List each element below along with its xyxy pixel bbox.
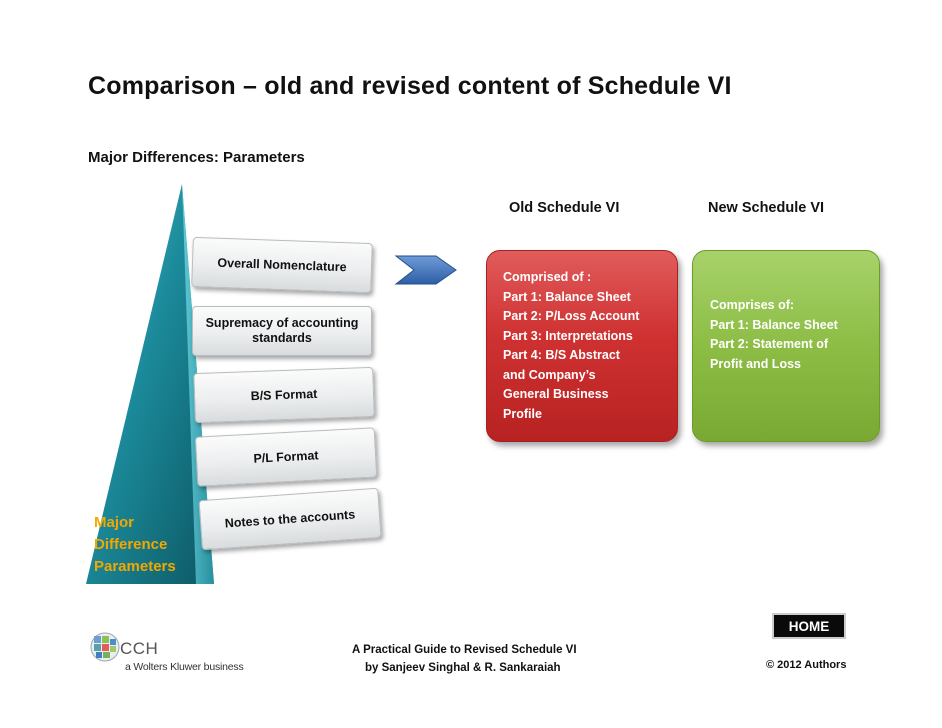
pyramid-shape xyxy=(86,184,214,584)
new-line: Comprises of: xyxy=(710,298,795,312)
slide-title: Comparison – old and revised content of … xyxy=(88,72,732,100)
chevron-arrow-icon xyxy=(394,255,457,285)
new-line: Profit and Loss xyxy=(710,356,801,371)
old-line: General Business xyxy=(503,387,609,401)
pyramid-item-supremacy: Supremacy of accounting standards xyxy=(192,306,372,356)
pyramid-item-label: Overall Nomenclature xyxy=(217,255,347,274)
old-line: Profile xyxy=(503,406,542,421)
home-button[interactable]: HOME xyxy=(772,613,846,639)
old-line: Part 4: B/S Abstract xyxy=(503,348,620,362)
pyramid-item-label: B/S Format xyxy=(250,386,318,403)
old-line: Comprised of : xyxy=(503,270,592,284)
old-line: Part 1: Balance Sheet xyxy=(503,289,631,304)
old-schedule-heading: Old Schedule VI xyxy=(509,200,620,216)
new-schedule-heading: New Schedule VI xyxy=(708,200,825,216)
copyright-text: © 2012 Authors xyxy=(766,659,847,671)
footer-book-authors: by Sanjeev Singhal & R. Sankaraiah xyxy=(365,662,561,674)
new-schedule-box xyxy=(692,250,880,442)
pyramid-item-bs-format: B/S Format xyxy=(193,366,375,424)
pyramid-item-label: P/L Format xyxy=(253,447,319,466)
slide-subtitle: Major Differences: Parameters xyxy=(88,149,305,166)
pyramid-item-label: Notes to the accounts xyxy=(224,506,356,531)
cch-logo-name: CCH xyxy=(120,639,159,658)
pyramid-item-label: Supremacy of accounting standards xyxy=(205,316,359,345)
cch-logo-icon xyxy=(90,632,120,662)
pyramid-base-label: Major Difference Parameters xyxy=(94,514,176,575)
pyramid-item-pl-format: P/L Format xyxy=(194,427,378,487)
old-line: Part 3: Interpretations xyxy=(503,328,633,343)
new-schedule-content: Comprises of: Part 1: Balance Sheet Part… xyxy=(710,296,838,374)
cch-logo-tagline: a Wolters Kluwer business xyxy=(125,661,244,673)
old-schedule-box xyxy=(486,250,678,442)
pyramid-item-overall-nomenclature: Overall Nomenclature xyxy=(191,236,373,294)
new-line: Part 1: Balance Sheet xyxy=(710,317,838,332)
footer-book-title: A Practical Guide to Revised Schedule VI xyxy=(352,644,577,656)
old-line: and Company’s xyxy=(503,367,596,382)
old-line: Part 2: P/Loss Account xyxy=(503,309,640,323)
old-schedule-content: Comprised of : Part 1: Balance Sheet Par… xyxy=(503,268,639,424)
new-line: Part 2: Statement of xyxy=(710,337,829,351)
